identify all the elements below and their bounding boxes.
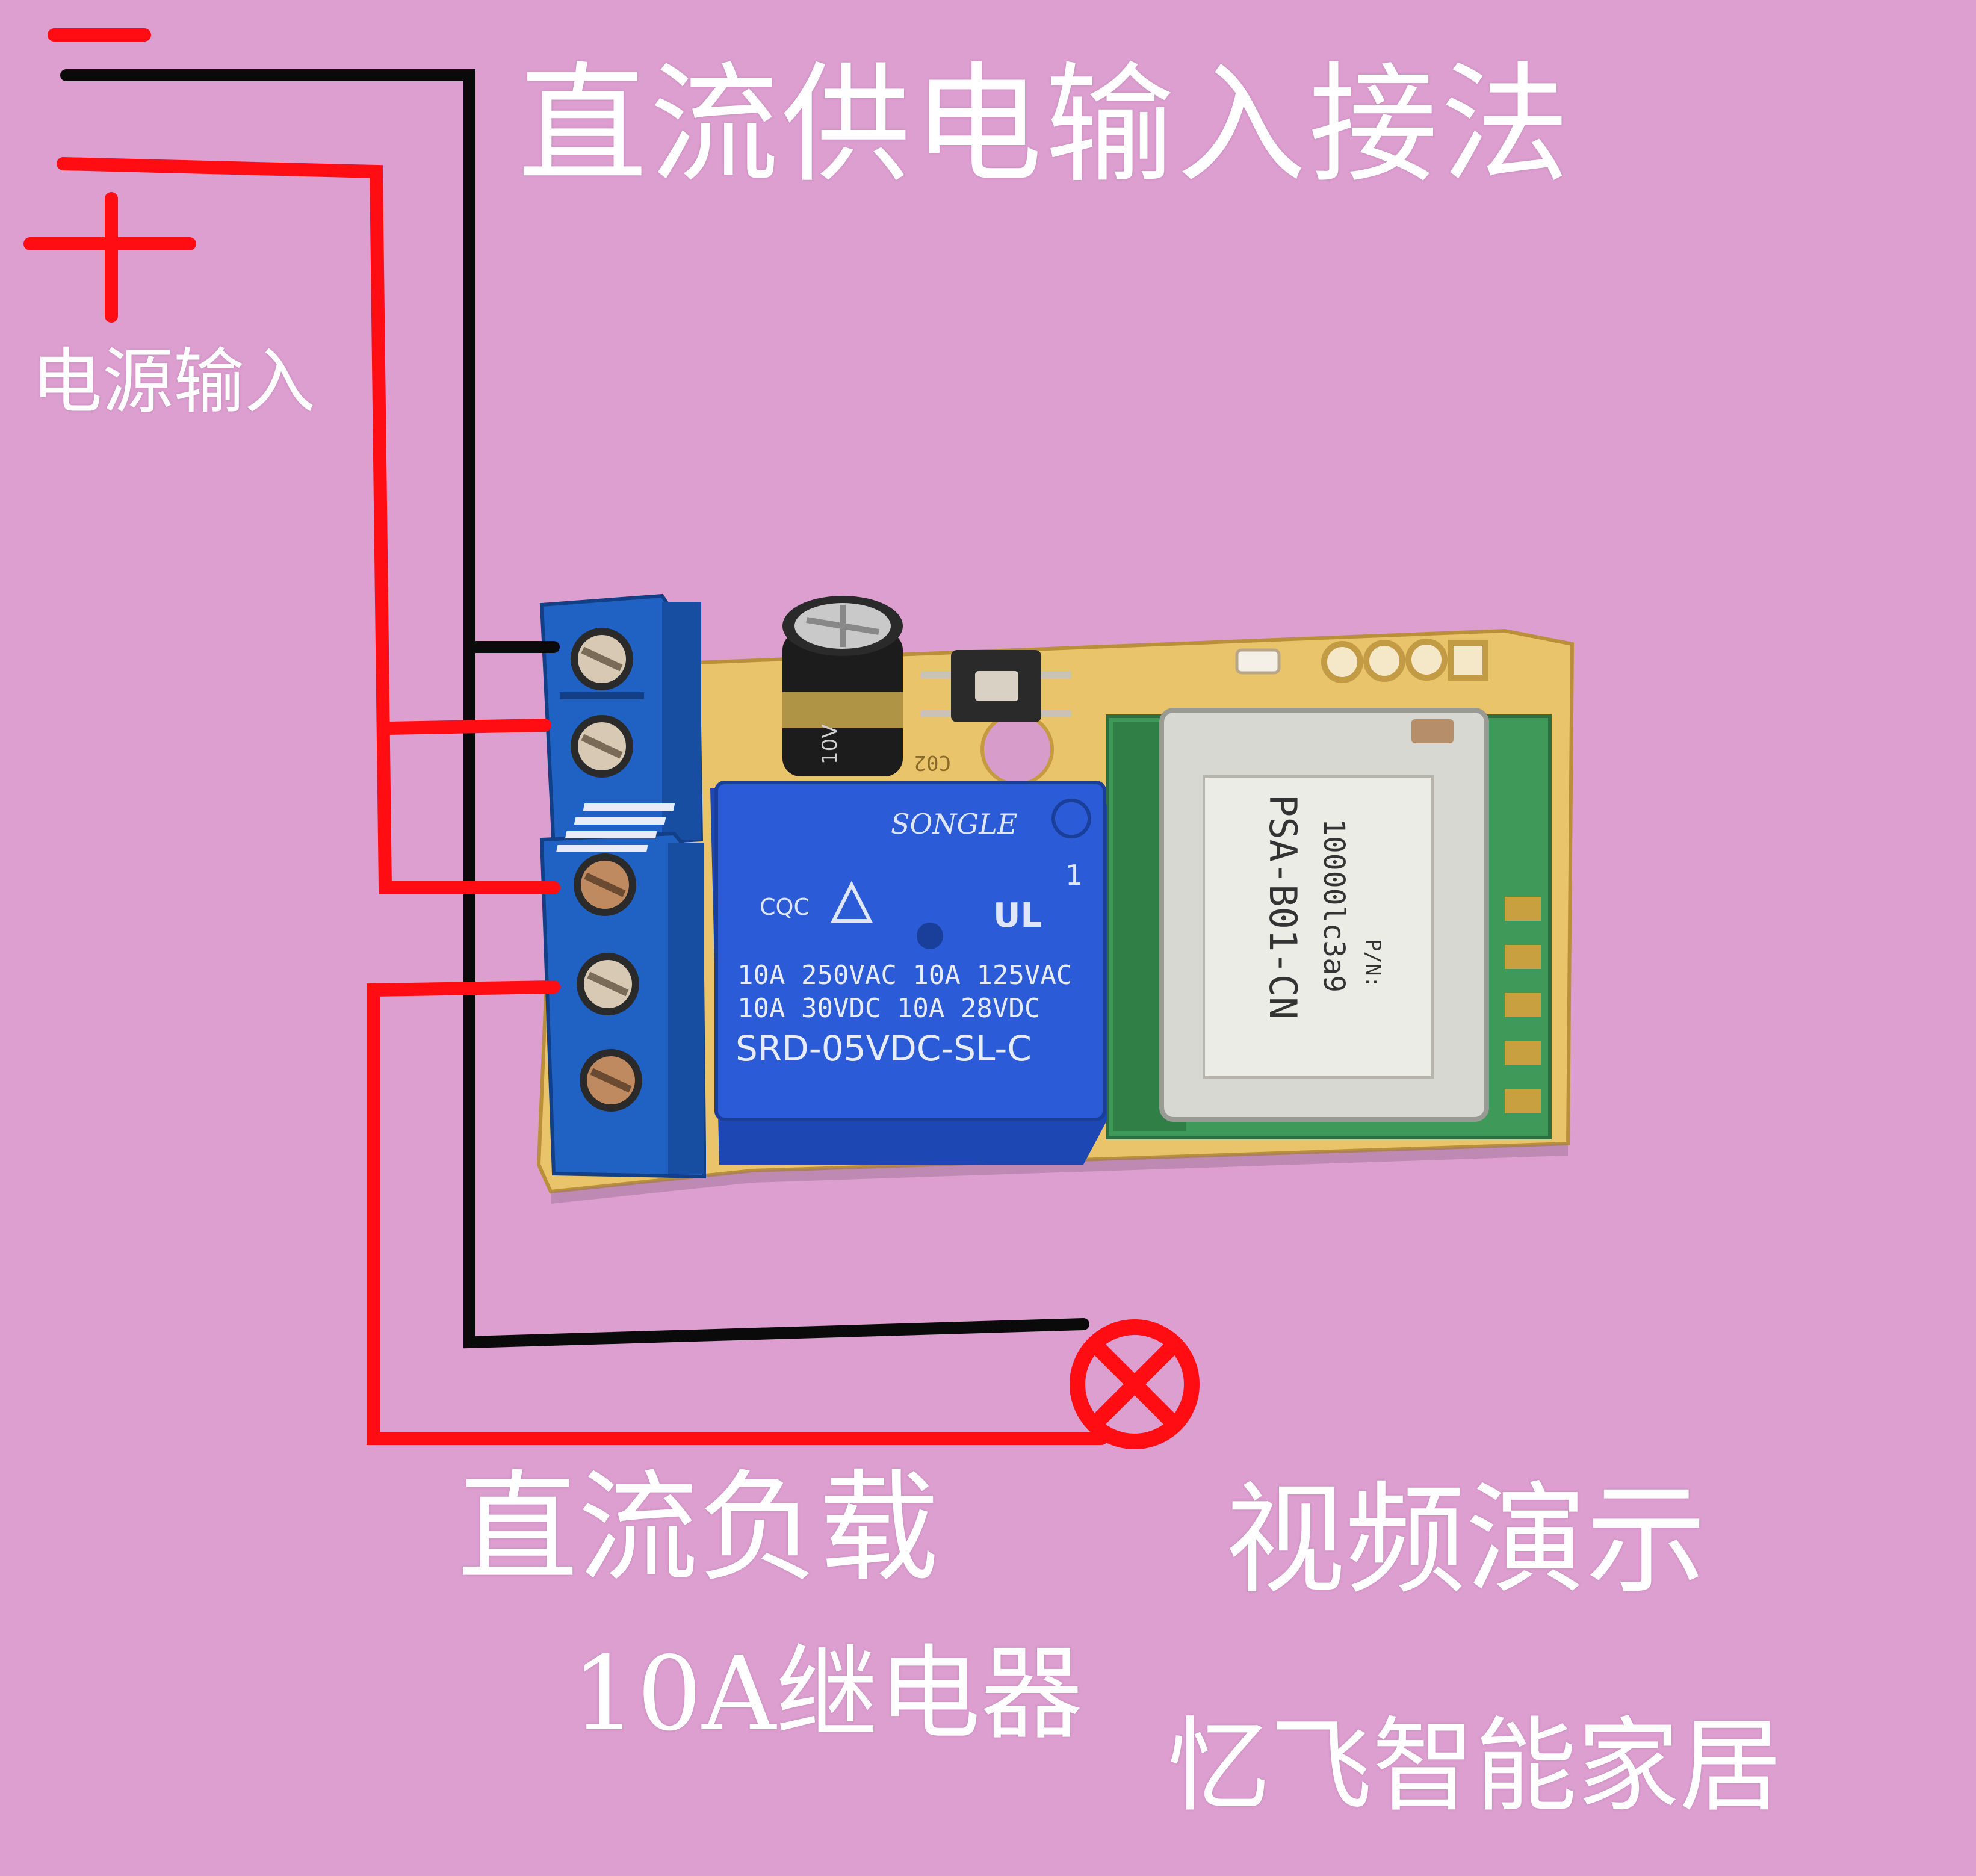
- video-demo-label: 视频演示: [1225, 1470, 1707, 1611]
- relay-cert: CQC: [760, 894, 810, 920]
- relay-logo-icon: [556, 803, 675, 852]
- tactile-button: [921, 650, 1071, 722]
- terminal-block-lower: [539, 831, 706, 1179]
- dc-load-label: 直流负载: [457, 1458, 940, 1599]
- wire-black: [60, 69, 1089, 1349]
- relay-triangle-icon: [831, 881, 873, 923]
- electrolytic-capacitor: 10V: [782, 596, 903, 776]
- relay-model: SRD-05VDC-SL-C: [736, 1028, 1032, 1069]
- status-led: [1235, 648, 1281, 675]
- ul-mark-icon: UL: [993, 896, 1042, 935]
- wire-red: [23, 28, 1108, 1445]
- header-pads: [1321, 639, 1488, 683]
- module-model: PSA-B01-CN: [1261, 794, 1305, 1019]
- module-pads: [1505, 897, 1541, 1113]
- terminal-block-upper: [539, 593, 704, 851]
- load-lamp-icon: [1070, 1319, 1200, 1449]
- module-serial: 10000lc3a9: [1317, 819, 1351, 992]
- module-pn: P/N:: [1361, 939, 1385, 988]
- pcb-label: C02: [914, 751, 951, 775]
- relay-rating-line2: 10A 30VDC 10A 28VDC: [737, 993, 1040, 1024]
- pcb-shadow: [551, 1144, 1568, 1204]
- brand-label: 忆飞智能家居: [1168, 1707, 1782, 1826]
- title-heading: 直流供电输入接法: [518, 49, 1572, 200]
- relay: SONGLE CQC 1 UL 10A 250VAC 10A 125VAC 10…: [556, 781, 1107, 1165]
- module-sticker: [1203, 775, 1434, 1079]
- power-input-label: 电源输入: [31, 340, 316, 423]
- capacitor-label: 10V: [818, 724, 842, 764]
- mounting-hole: [980, 713, 1054, 786]
- wifi-module: PSA-B01-CN 10000lc3a9 P/N:: [1106, 708, 1552, 1139]
- relay-brand: SONGLE: [891, 808, 1017, 840]
- relay-10a-label: 10A继电器: [572, 1635, 1083, 1754]
- relay-rating-line1: 10A 250VAC 10A 125VAC: [737, 960, 1072, 991]
- relay-pin: 1: [1065, 859, 1083, 891]
